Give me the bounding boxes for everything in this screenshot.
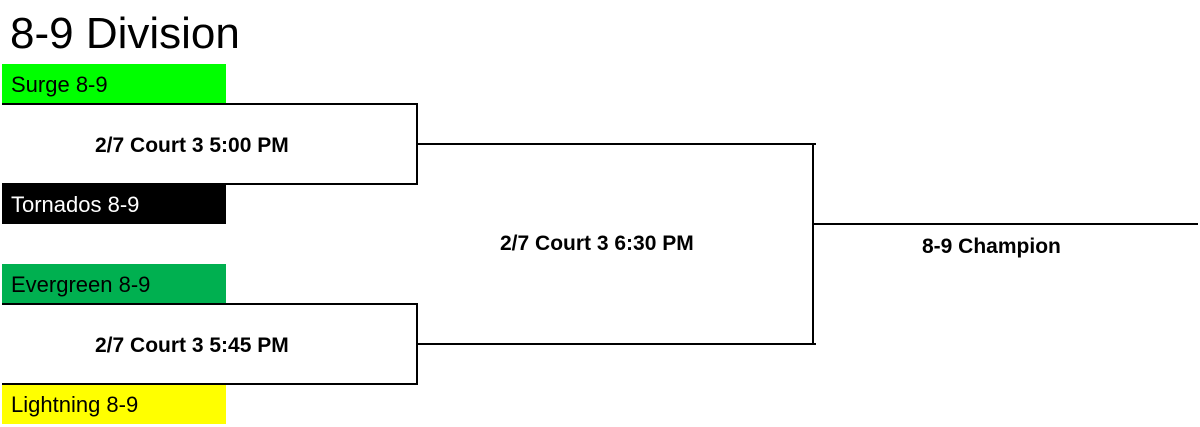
bracket-line-final-vertical [812, 143, 814, 345]
bracket-line-final-upper [416, 143, 816, 145]
bracket-line-champion [812, 223, 1198, 225]
bracket-line-r1-top-lower [2, 183, 418, 185]
division-title: 8-9 Division [10, 9, 240, 58]
bracket-line-final-lower [416, 343, 816, 345]
champion-label: 8-9 Champion [922, 235, 1061, 258]
bracket-line-r1-bottom-upper [2, 303, 418, 305]
match-label-round1-top: 2/7 Court 3 5:00 PM [95, 134, 289, 157]
match-label-round1-bottom: 2/7 Court 3 5:45 PM [95, 334, 289, 357]
team-surge: Surge 8-9 [2, 64, 226, 104]
bracket-line-r1-bottom-lower [2, 383, 418, 385]
match-label-final: 2/7 Court 3 6:30 PM [500, 232, 694, 255]
team-evergreen: Evergreen 8-9 [2, 264, 226, 304]
team-lightning: Lightning 8-9 [2, 384, 226, 424]
team-tornados: Tornados 8-9 [2, 184, 226, 224]
bracket-line-r1-top-upper [2, 103, 418, 105]
